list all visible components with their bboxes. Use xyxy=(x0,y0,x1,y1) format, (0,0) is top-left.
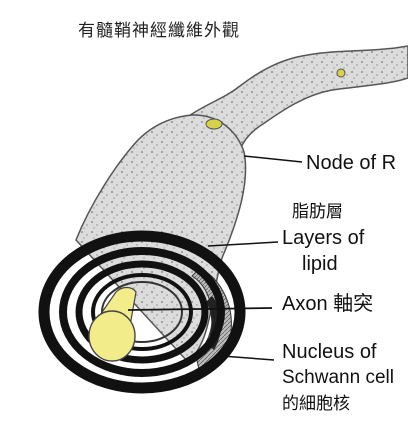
figure-title: 有髓鞘神經纖維外觀 xyxy=(78,21,240,41)
lipid-layer-ring xyxy=(59,247,225,377)
distal-fiber-segment xyxy=(184,45,408,152)
leader-line-nucleus xyxy=(221,355,275,361)
lipid-layer-ring xyxy=(75,260,209,364)
label-nucleus-line1: Nucleus of xyxy=(282,341,377,363)
lipid-layer-ring xyxy=(38,230,246,394)
label-axon: Axon 軸突 xyxy=(282,293,374,315)
leader-line-lipid xyxy=(207,241,279,247)
label-lipid-line1: Layers of xyxy=(282,227,365,249)
axon-cross-section xyxy=(88,310,136,362)
lipid-layer-ring xyxy=(91,273,193,351)
node-of-ranvier-marker xyxy=(336,68,346,78)
leader-line-node xyxy=(243,155,303,163)
label-lipid-line2: lipid xyxy=(302,253,338,275)
label-lipid-chinese: 脂肪層 xyxy=(292,202,343,222)
label-nucleus-chinese: 的細胞核 xyxy=(282,394,350,414)
leader-line-axon xyxy=(127,307,273,311)
node-of-ranvier-marker xyxy=(205,118,223,130)
label-node-of-ranvier: Node of R xyxy=(306,152,397,174)
label-nucleus-line2: Schwann cell xyxy=(282,367,394,388)
